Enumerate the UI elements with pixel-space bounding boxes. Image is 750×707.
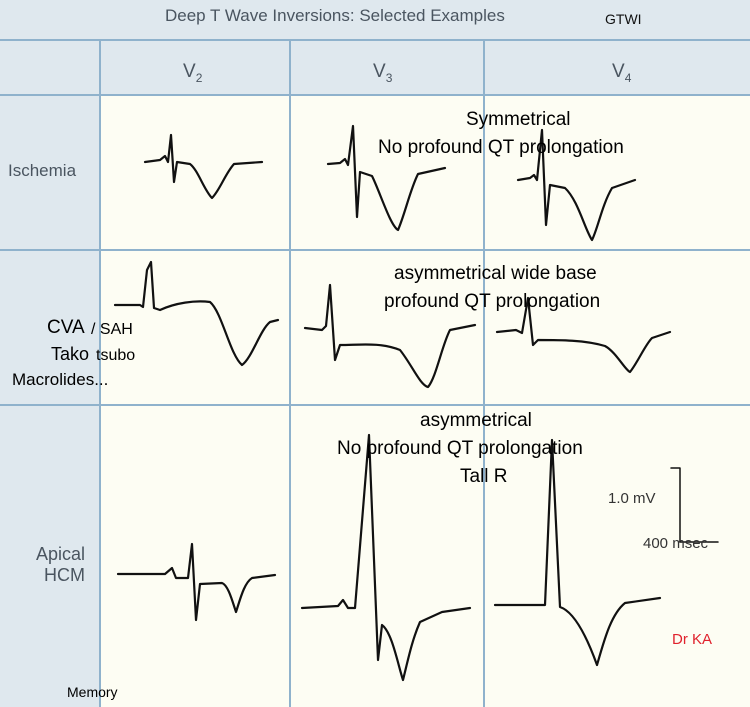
- scale-voltage-label: 1.0 mV: [608, 490, 656, 507]
- header-row-bg: [0, 40, 750, 95]
- annotation-hcm-line3: Tall R: [460, 466, 508, 487]
- row-label-apical: Apical: [36, 544, 86, 564]
- trace-hcm-v4: [493, 438, 662, 667]
- annotation-hcm-line2: No profound QT prolongation: [337, 438, 583, 459]
- title-band: [0, 0, 750, 40]
- trace-cva-v4: [495, 296, 672, 374]
- row-label-ischemia: Ischemia: [8, 161, 77, 180]
- lead-header-v3: V3: [373, 61, 393, 85]
- author-credit: Dr KA: [672, 631, 713, 648]
- trace-hcm-v2: [116, 542, 277, 622]
- trace-cva-v3: [303, 283, 477, 389]
- trace-hcm-v3: [300, 433, 472, 682]
- row-label-tako: Tako: [51, 344, 90, 364]
- annotation-cva-line1: asymmetrical wide base: [394, 263, 597, 284]
- row-label-macrolides: Macrolides...: [12, 370, 109, 389]
- calibration-bar: [670, 467, 719, 543]
- row-label-hcm: HCM: [44, 565, 85, 585]
- trace-cva-v2: [113, 260, 280, 367]
- lead-header-v2: V2: [183, 61, 203, 85]
- scale-time-label: 400 msec: [643, 535, 709, 552]
- annotation-cva-line2: profound QT prolongation: [384, 291, 601, 312]
- annotation-ischemia-line1: Symmetrical: [466, 109, 571, 130]
- row-label-sah: / SAH: [91, 321, 133, 338]
- row-label-cva: CVA: [47, 317, 85, 338]
- annotation-ischemia-line2: No profound QT prolongation: [378, 137, 624, 158]
- figure-title: Deep T Wave Inversions: Selected Example…: [165, 6, 505, 25]
- footer-label: Memory: [67, 684, 118, 700]
- trace-ischemia-v4: [516, 128, 637, 242]
- figure-tag: GTWI: [605, 11, 642, 27]
- annotation-hcm-line1: asymmetrical: [420, 410, 532, 431]
- lead-header-v4: V4: [612, 61, 632, 85]
- trace-ischemia-v2: [143, 133, 264, 200]
- trace-ischemia-v3: [326, 124, 447, 232]
- row-label-tsubo: tsubo: [96, 347, 136, 364]
- side-column-bg: [0, 95, 100, 707]
